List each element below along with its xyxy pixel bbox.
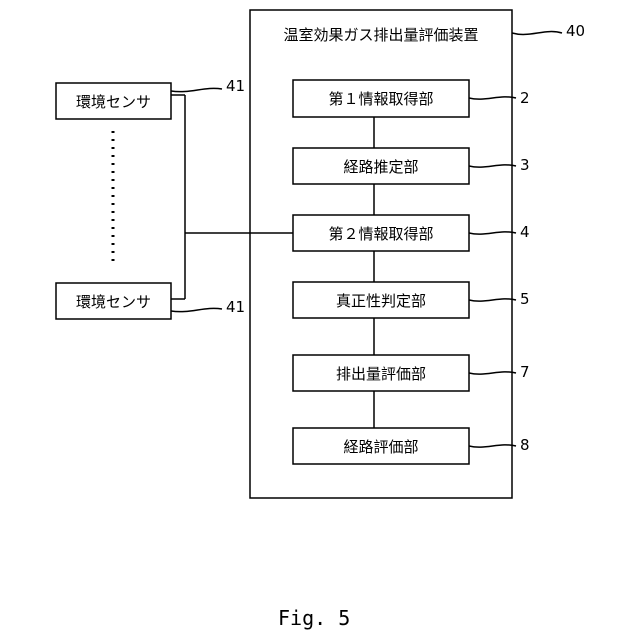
figure-caption: Fig. 5 bbox=[278, 606, 350, 630]
unit-ref-second-info: 4 bbox=[520, 223, 530, 241]
leader-2 bbox=[469, 97, 516, 99]
unit-label-authenticity: 真正性判定部 bbox=[293, 282, 469, 318]
unit-ref-route-eval: 8 bbox=[520, 436, 530, 454]
unit-ref-authenticity: 5 bbox=[520, 290, 530, 308]
leader-8 bbox=[469, 445, 516, 447]
device-ref: 40 bbox=[566, 22, 585, 40]
unit-label-route-estimation: 経路推定部 bbox=[293, 148, 469, 184]
unit-label-first-info: 第１情報取得部 bbox=[293, 80, 469, 117]
sensor-ref-top: 41 bbox=[226, 77, 245, 95]
leader-41-top bbox=[171, 88, 222, 91]
leader-4 bbox=[469, 232, 516, 234]
unit-ref-route-estimation: 3 bbox=[520, 156, 530, 174]
sensor-label-bottom: 環境センサ bbox=[56, 283, 171, 319]
leader-3 bbox=[469, 165, 516, 167]
leader-41-bottom bbox=[171, 308, 222, 311]
unit-ref-emission-eval: 7 bbox=[520, 363, 530, 381]
unit-ref-first-info: 2 bbox=[520, 89, 530, 107]
unit-label-emission-eval: 排出量評価部 bbox=[293, 355, 469, 391]
leader-5 bbox=[469, 299, 516, 301]
unit-label-second-info: 第２情報取得部 bbox=[293, 215, 469, 251]
unit-label-route-eval: 経路評価部 bbox=[293, 428, 469, 464]
leader-40 bbox=[512, 32, 562, 35]
sensor-label-top: 環境センサ bbox=[56, 83, 171, 119]
leader-7 bbox=[469, 372, 516, 374]
sensor-ref-bottom: 41 bbox=[226, 298, 245, 316]
device-title: 温室効果ガス排出量評価装置 bbox=[250, 22, 512, 46]
